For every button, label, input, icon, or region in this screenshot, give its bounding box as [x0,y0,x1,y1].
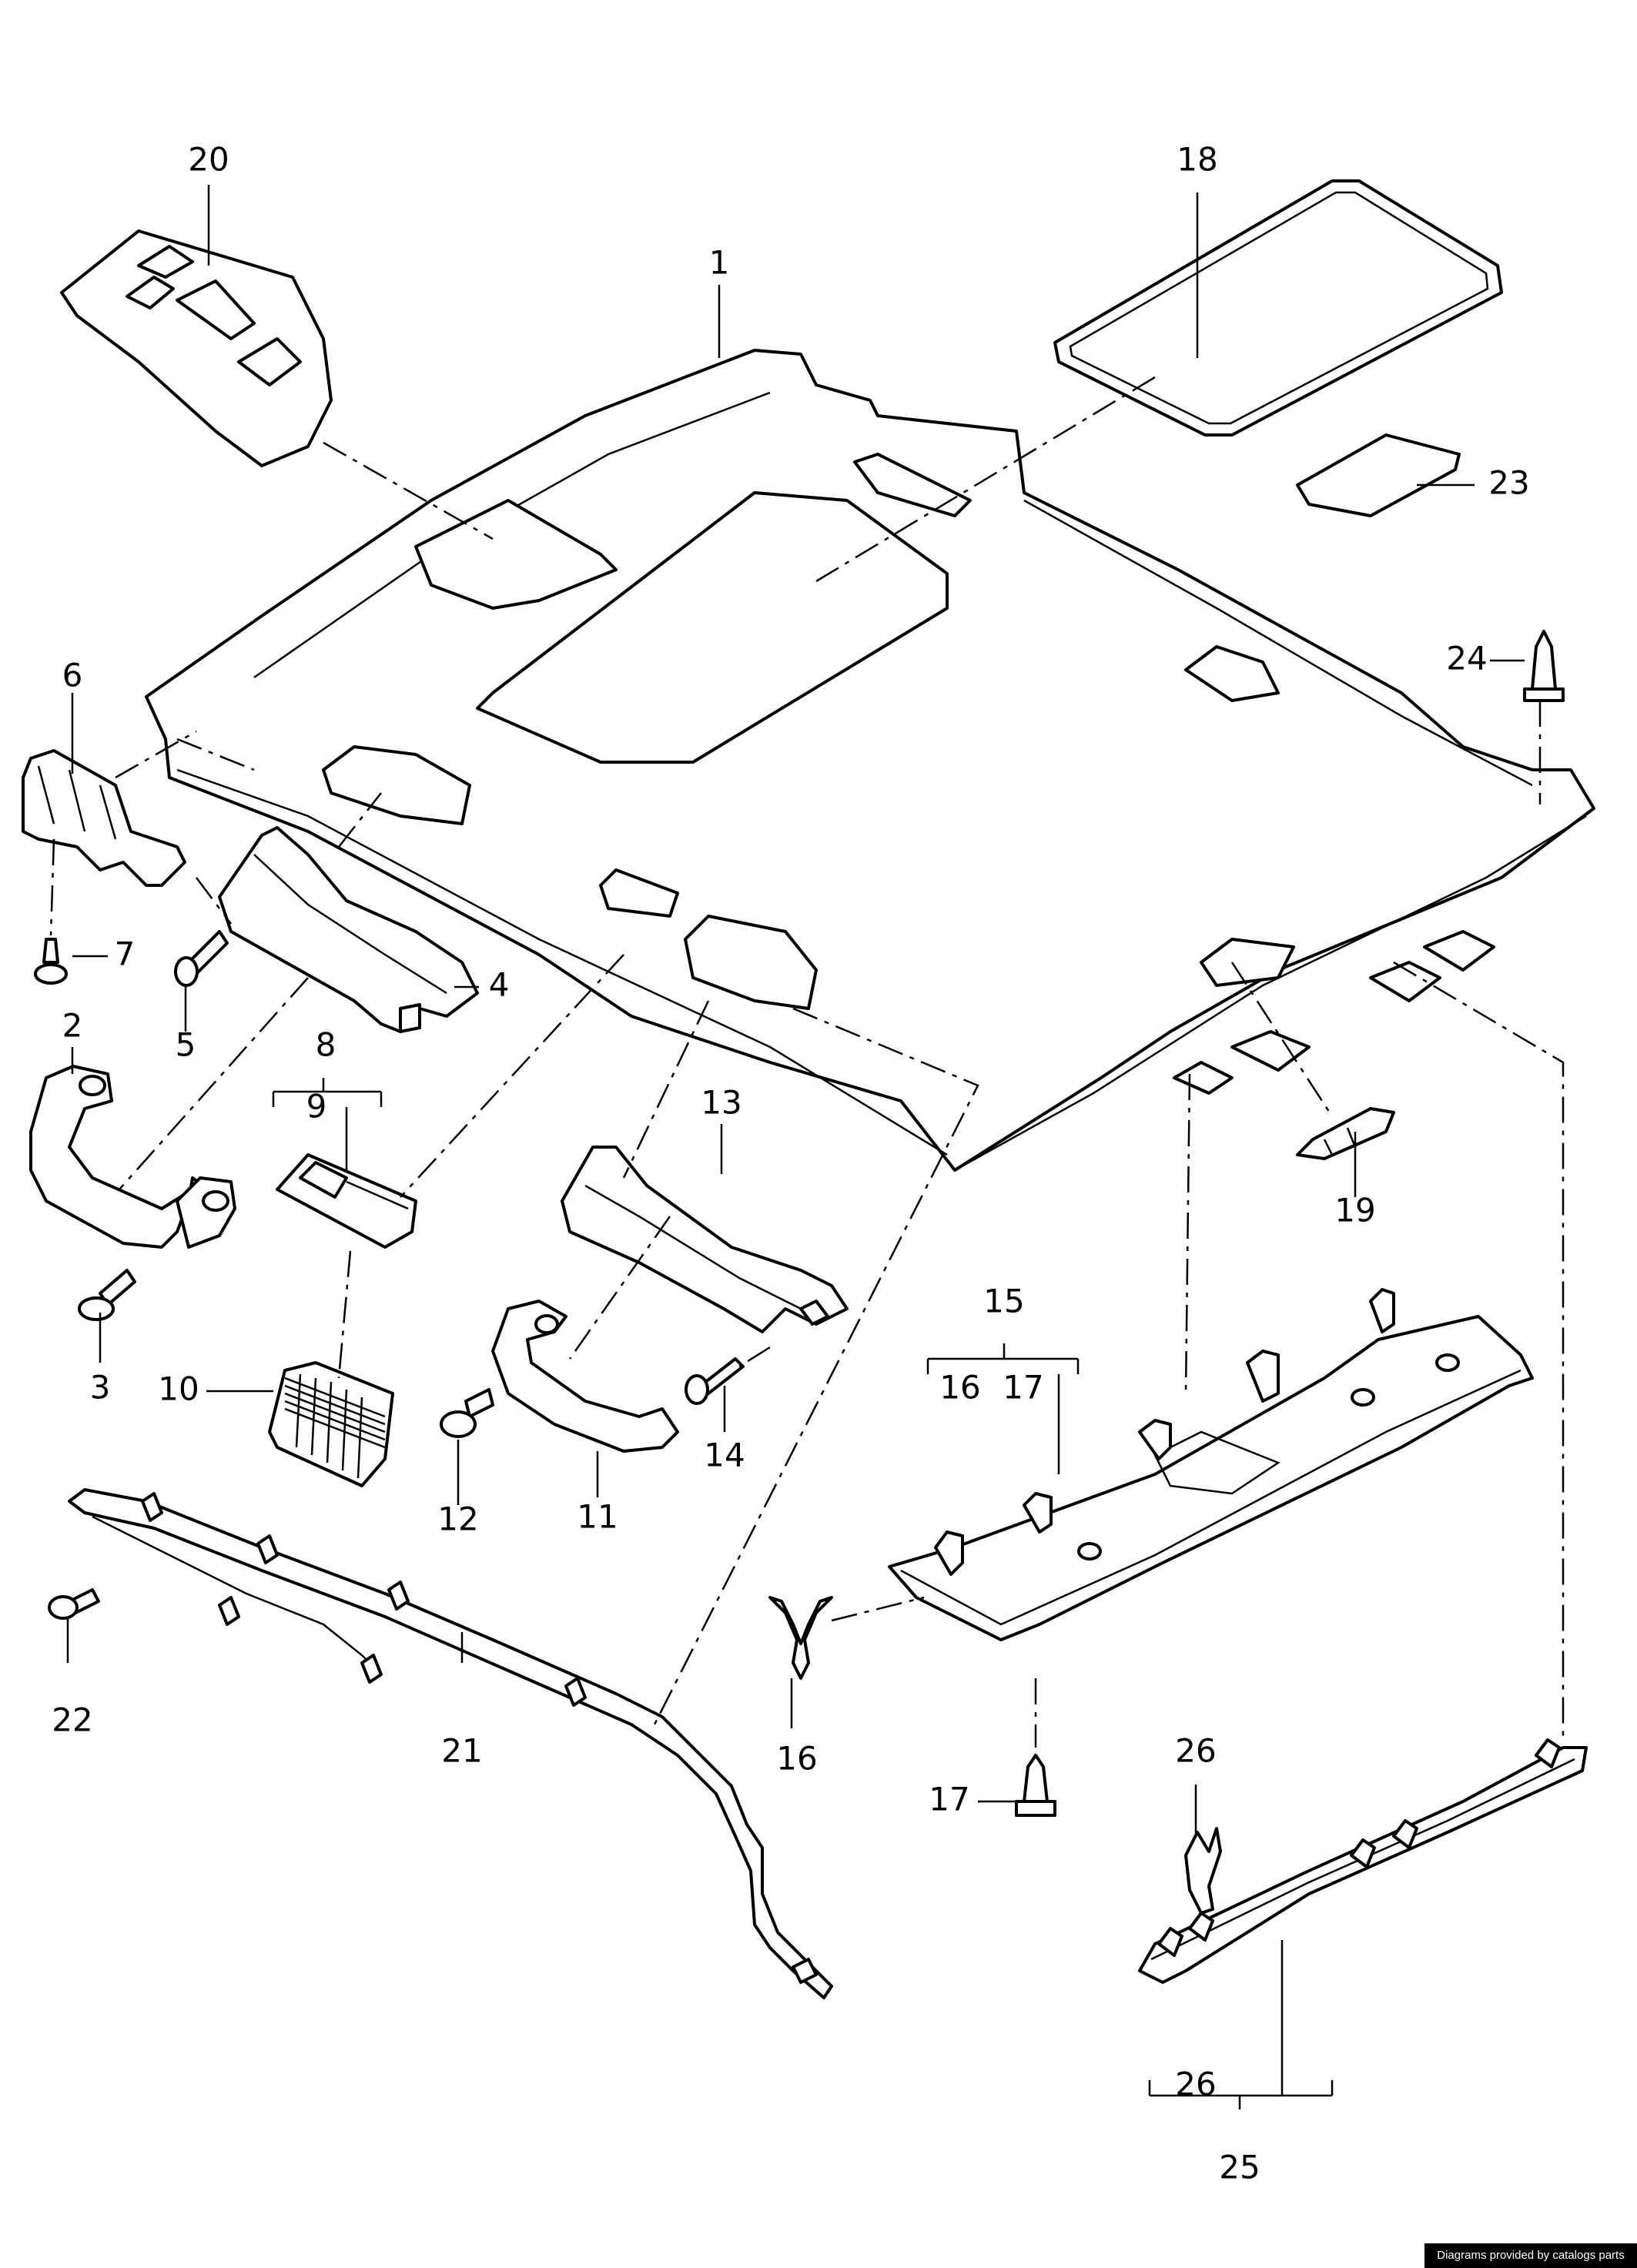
callout-21: 21 [441,1732,482,1770]
assembly-lines [49,376,1565,1748]
headliner-console-recess [414,499,618,610]
callout-2: 2 [62,1007,83,1045]
light-lens-9 [276,1153,417,1249]
callout-9: 9 [306,1088,327,1126]
callout-4: 4 [489,966,510,1004]
screw-3 [78,1269,136,1321]
callout-15: 15 [983,1283,1024,1320]
callout-6: 6 [62,657,83,694]
callout-10: 10 [158,1370,199,1408]
callout-16-group: 16 [939,1369,980,1407]
callout-5: 5 [176,1026,196,1064]
headliner-rear-clips [1173,930,1495,1095]
callout-20: 20 [188,141,229,179]
bracket-6 [22,749,186,887]
screw-7 [34,938,68,985]
screw-14 [685,1357,745,1405]
callout-22: 22 [52,1701,92,1739]
clip-24 [1523,630,1565,702]
clip-17 [1015,1754,1056,1817]
clip-26 [1184,1827,1222,1915]
grab-handle-11 [491,1300,679,1453]
callout-14: 14 [704,1437,745,1474]
callout-17-group: 17 [1003,1369,1043,1407]
clip-16 [768,1596,833,1680]
leader-lines [66,185,1525,2109]
callout-1: 1 [709,244,730,282]
callout-19: 19 [1334,1192,1375,1229]
trim-strip-25 [1138,1738,1588,1984]
callout-24: 24 [1446,640,1487,677]
grab-handle-2 [29,1065,236,1249]
callout-23: 23 [1488,464,1529,502]
callout-7: 7 [115,935,136,973]
clip-19 [1296,1107,1395,1160]
trim-strip-23 [1296,433,1461,517]
callout-12: 12 [437,1500,478,1538]
screw-5 [174,930,229,987]
callout-3: 3 [90,1369,111,1407]
screw-12 [440,1388,494,1438]
callout-25: 25 [1219,2149,1260,2186]
bracket-13 [561,1146,849,1333]
callout-8: 8 [316,1026,336,1064]
overhead-console [60,229,333,467]
headliner-sunroof-opening [476,491,949,764]
callout-13: 13 [701,1084,742,1122]
curtain-airbag [68,1488,833,1999]
trim-panel-15 [888,1288,1534,1641]
light-unit-10 [268,1361,394,1487]
callout-18: 18 [1177,141,1217,179]
callout-16: 16 [776,1740,817,1778]
screw-22 [48,1588,100,1620]
sunroof-seal [1053,179,1503,437]
callout-labels: 1 2 3 4 5 6 7 8 9 10 11 12 13 14 15 16 1… [52,141,1529,2186]
credit-badge: Diagrams provided by catalogs parts [1424,2243,1637,2268]
callout-11: 11 [577,1498,618,1536]
callout-26: 26 [1175,1732,1216,1770]
bracket-4 [218,826,479,1033]
callout-26-group: 26 [1175,2066,1216,2103]
headliner-visor-recesses [322,453,1295,1010]
callout-17: 17 [929,1781,969,1818]
